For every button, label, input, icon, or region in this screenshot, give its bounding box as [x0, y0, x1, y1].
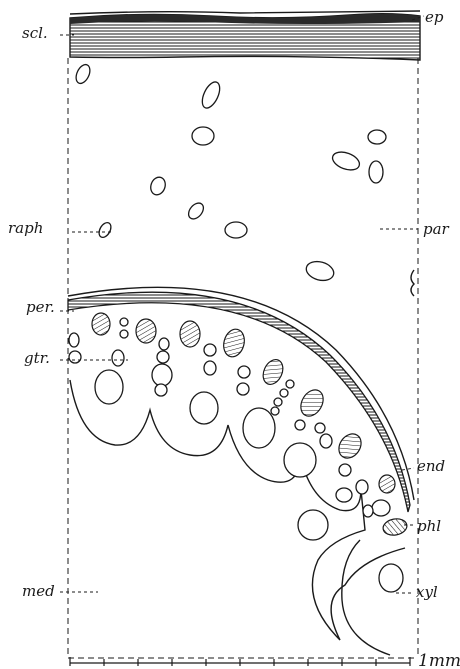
label-end: end	[417, 457, 445, 475]
scale-bar: 1mm	[70, 651, 460, 669]
sclerenchyma-band	[70, 11, 420, 60]
label-raph: raph	[8, 219, 43, 237]
label-gtr: gtr.	[24, 349, 50, 367]
label-ep: ep	[425, 8, 444, 26]
label-scl: scl.	[22, 24, 48, 42]
label-par: par	[423, 220, 450, 238]
scale-label: 1mm	[418, 651, 460, 669]
xylem-and-ground-tissue	[69, 318, 405, 655]
label-phl: phl	[417, 517, 441, 535]
parenchyma-cells	[73, 62, 414, 296]
label-med: med	[22, 582, 55, 600]
label-per: per.	[26, 298, 55, 316]
label-xyl: xyl	[416, 583, 438, 601]
